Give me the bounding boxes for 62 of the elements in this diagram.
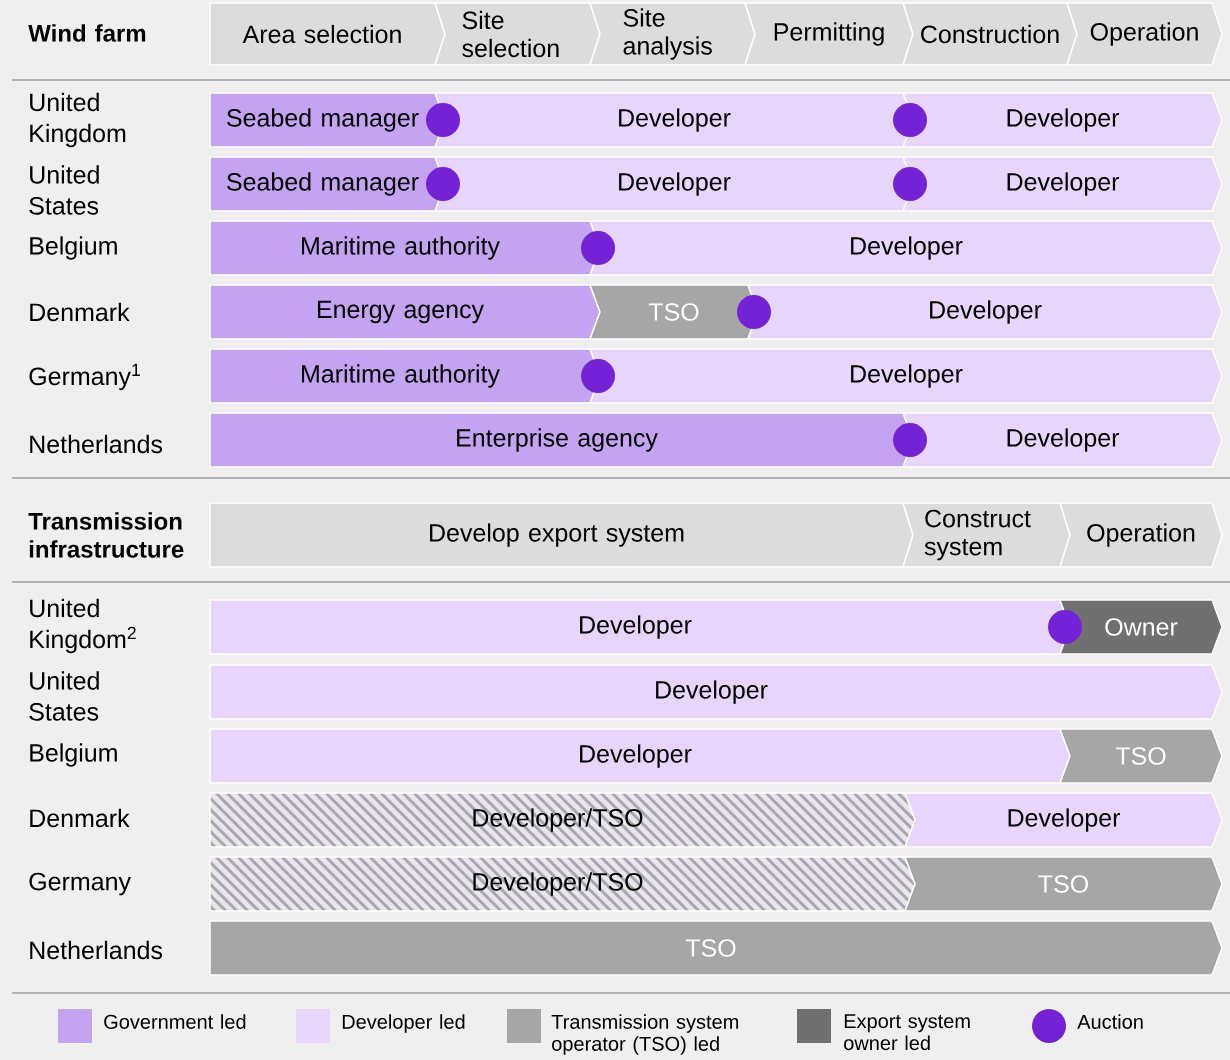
role-step: Seabed manager <box>209 156 446 212</box>
auction-dot <box>581 231 615 265</box>
country-label: United Kingdom <box>30 92 126 148</box>
country-label: Belgium <box>30 743 117 767</box>
phase-step: Construct system <box>902 502 1071 568</box>
country-label: Germany$^{1}$ <box>29 363 140 391</box>
role-step: Developer/TSO <box>209 792 916 848</box>
country-label: Netherlands <box>30 940 163 960</box>
node-label: Operation <box>1087 523 1195 547</box>
node-label: Operation <box>1090 22 1198 46</box>
auction-dot <box>737 295 771 329</box>
country-label: Belgium <box>30 236 117 260</box>
role-step: Developer <box>746 284 1223 340</box>
section-heading: Transmission infrastructure <box>28 512 184 558</box>
role-step: Developer <box>433 92 914 148</box>
auction-dot <box>581 359 615 393</box>
phase-step: Permitting <box>744 2 914 66</box>
country-label: Denmark <box>30 808 130 828</box>
phase-step: Operation <box>1066 2 1223 66</box>
country-label: United Kingdom$^{2}$ <box>30 598 136 654</box>
role-step: Developer <box>901 156 1223 212</box>
legend-text: Government led <box>104 1014 246 1029</box>
role-step: Maritime authority <box>209 220 601 276</box>
auction-dot <box>893 103 927 137</box>
role-step: Developer <box>209 599 1071 655</box>
legend-text: Transmission system operator (TSO) led <box>551 1014 739 1055</box>
role-step: Seabed manager <box>209 92 446 148</box>
role-step: TSO <box>1058 728 1223 784</box>
section-heading: Wind farm <box>28 24 146 42</box>
legend-text: Auction <box>1077 1014 1143 1029</box>
role-step: Developer <box>901 412 1223 468</box>
phase-step: Develop export system <box>209 502 914 568</box>
auction-dot <box>1048 610 1082 644</box>
phase-step: Construction <box>902 2 1078 66</box>
country-label: United States <box>29 671 99 721</box>
role-step: TSO <box>903 856 1223 912</box>
role-step: TSO <box>209 920 1223 976</box>
country-label: Denmark <box>30 302 130 322</box>
role-step: Developer <box>588 220 1223 276</box>
auction-dot <box>426 167 460 201</box>
phase-step: Site selection <box>434 2 601 66</box>
phase-step: Area selection <box>209 2 446 66</box>
role-step: Developer <box>588 348 1223 404</box>
legend-text: Export system owner led <box>844 1014 970 1051</box>
auction-dot <box>426 103 460 137</box>
auction-dot <box>893 423 927 457</box>
country-label: United States <box>29 165 99 215</box>
role-step: Developer <box>901 92 1223 148</box>
country-label: Netherlands <box>30 434 163 454</box>
phase-step: Operation <box>1059 502 1223 568</box>
phase-step: Site analysis <box>589 2 756 66</box>
country-label: Germany <box>29 872 131 896</box>
role-step: Developer/TSO <box>209 856 916 912</box>
role-step: Enterprise agency <box>209 412 914 468</box>
role-step: Energy agency <box>209 284 601 340</box>
role-step: Maritime authority <box>209 348 601 404</box>
legend-text: Developer led <box>342 1014 465 1033</box>
auction-dot <box>893 167 927 201</box>
role-step: Developer <box>209 664 1223 720</box>
role-step: Developer <box>433 156 914 212</box>
role-step: Developer <box>903 792 1223 848</box>
role-step: Developer <box>209 728 1071 784</box>
